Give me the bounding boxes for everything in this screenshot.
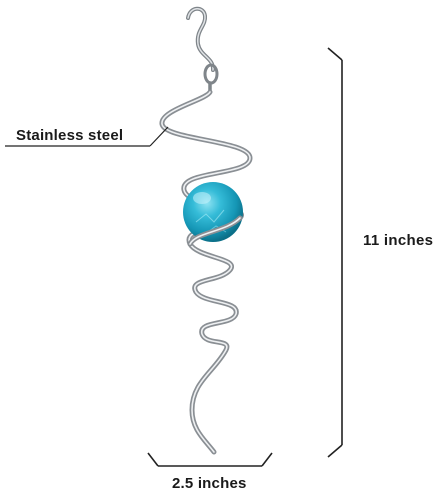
- material-leader-line: [5, 126, 169, 147]
- height-label: 11 inches: [363, 232, 434, 249]
- s-hook-icon: [186, 6, 215, 72]
- swivel-connector-icon: [203, 63, 219, 94]
- glass-ball-icon: [183, 182, 243, 247]
- material-label: Stainless steel: [16, 127, 124, 144]
- spiral-wire-icon: [159, 89, 253, 455]
- width-label: 2.5 inches: [172, 475, 247, 492]
- width-dimension-bracket: [147, 452, 273, 467]
- height-dimension-bracket: [327, 47, 343, 458]
